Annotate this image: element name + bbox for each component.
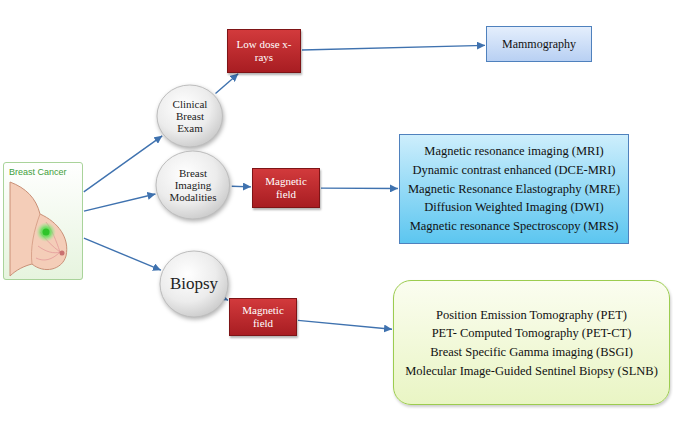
node-text-group: Breast Cancer [9,167,67,177]
node-text-group: Breast Imaging Modalities [165,167,221,203]
method-box: Magnetic field [229,298,297,336]
technique-list-box: Position Emission Tomography (PET)PET- C… [393,280,670,405]
arrow-connector [84,136,162,192]
node-text-group: Mammography [492,37,586,52]
arrow-connector [226,299,228,301]
method-box: Low dose x-rays [227,29,301,73]
node-label: Magnetic field [235,304,291,329]
node-text-group: Position Emission Tomography (PET)PET- C… [405,305,658,380]
category-circle: Breast Imaging Modalities [155,150,231,220]
method-box: Magnetic field [252,168,320,208]
node-label: Biopsy [170,275,218,294]
list-item-text: Magnetic resonance Spectroscopy (MRS) [410,217,619,236]
list-item-text: Magnetic resonance imaging (MRI) [424,142,603,161]
milk-ducts [36,222,60,260]
list-item-text: Dynamic contrast enhanced (DCE-MRI) [412,161,615,180]
tumor [43,229,50,236]
node-label: Mammography [502,37,576,52]
nipple [60,251,65,256]
arrow-connector [298,320,392,329]
category-circle: Biopsy [159,250,229,318]
circle-shape [156,151,230,219]
arrow-connector [302,45,485,50]
node-text-group: Magnetic field [235,304,291,329]
list-item-text: Diffusion Weighted Imaging (DWI) [424,198,603,217]
arrow-connector [84,238,161,270]
breast-outline [10,182,67,276]
arrow-connector [215,74,238,94]
technique-box: Mammography [486,26,592,62]
node-text-group: Biopsy [168,275,220,294]
node-label: Breast Cancer [9,167,67,177]
illustration-ground [3,162,83,280]
node-label: Low dose x-rays [233,38,295,63]
arrow-connector [232,186,251,188]
list-item-text: PET- Computed Tomography (PET-CT) [432,324,632,343]
list-item-text: Position Emission Tomography (PET) [436,305,627,324]
node-text-group: Magnetic resonance imaging (MRI)Dynamic … [408,142,620,236]
node-text-group: Clinical Breast Exam [165,98,215,134]
node-text-group: Low dose x-rays [233,38,295,63]
illustration-box: Breast Cancer [3,162,83,280]
circle-shape [160,251,228,317]
list-item-text: Breast Specific Gamma imaging (BSGI) [430,343,633,362]
arrow-connector [84,194,155,211]
breast-fold [31,214,40,264]
tumor-glow [36,222,56,242]
node-label: Magnetic field [258,175,314,200]
list-item-text: Magnetic Resonance Elastography (MRE) [408,180,620,199]
category-circle: Clinical Breast Exam [156,84,224,148]
list-item-text: Molecular Image-Guided Sentinel Biopsy (… [405,361,658,380]
technique-list-box: Magnetic resonance imaging (MRI)Dynamic … [399,134,629,244]
node-text-group: Magnetic field [258,175,314,200]
arrow-connector [321,187,398,189]
circle-shape [157,85,223,147]
node-label: Breast Imaging Modalities [165,167,221,203]
node-label: Clinical Breast Exam [165,98,215,134]
